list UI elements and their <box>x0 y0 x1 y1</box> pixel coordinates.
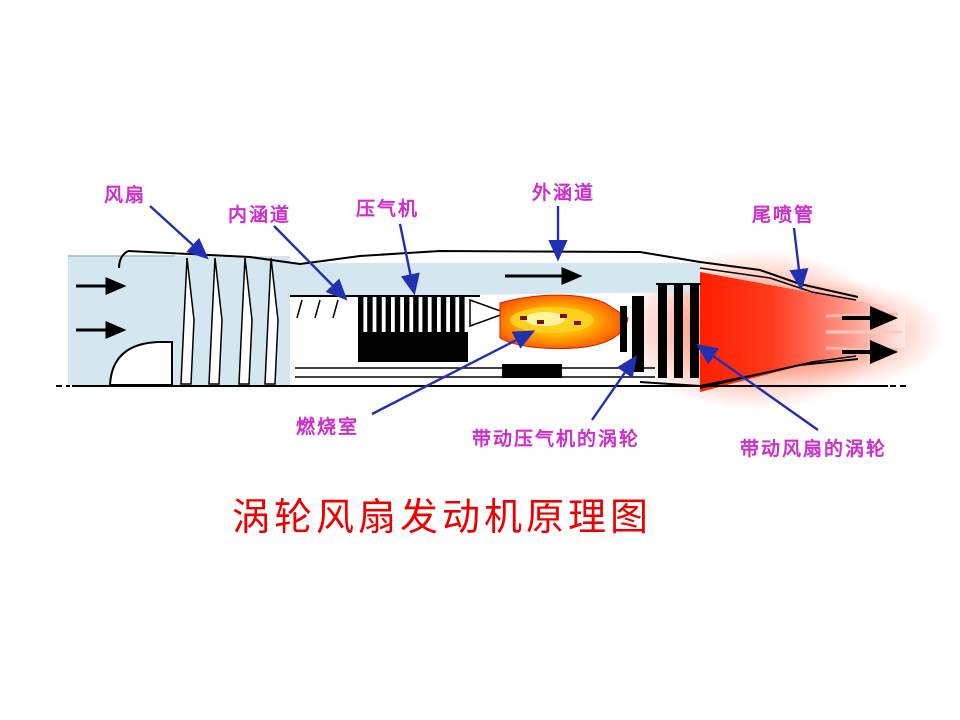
bypass-duct <box>290 263 700 297</box>
combustion-chamber <box>499 294 629 378</box>
shaft <box>295 367 655 378</box>
compressor-turbine-pointer-arrow <box>591 355 638 421</box>
label-fan: 风扇 <box>104 185 147 206</box>
label-fan-turbine: 带动风扇的涡轮 <box>740 439 888 460</box>
diagram-title: 涡轮风扇发动机原理图 <box>232 497 653 539</box>
label-combustor: 燃烧室 <box>296 417 360 438</box>
airflow-arrows <box>76 267 898 364</box>
fan-turbine <box>656 283 701 378</box>
fan-pointer-arrow <box>149 205 209 260</box>
diffuser-cone <box>469 298 509 328</box>
inner-duct-pointer-arrow <box>273 225 348 301</box>
compressor-turbine <box>620 296 644 372</box>
label-nozzle: 尾喷管 <box>752 205 816 226</box>
compressor <box>358 296 468 362</box>
label-compressor: 压气机 <box>356 199 420 220</box>
fan-turbine-pointer-arrow <box>696 343 819 431</box>
engine-casing <box>118 249 859 389</box>
nozzle-pointer-arrow <box>789 227 809 291</box>
label-inner-duct: 内涵道 <box>228 205 292 226</box>
callout-arrows <box>149 205 819 431</box>
intake-duct <box>68 255 290 385</box>
fan-blades <box>180 257 279 385</box>
combustor-pointer-arrow <box>371 330 536 416</box>
label-compressor-turbine: 带动压气机的涡轮 <box>472 429 641 450</box>
spinner-cone <box>108 341 173 386</box>
core-inlet <box>290 295 480 319</box>
compressor-pointer-arrow <box>398 223 420 296</box>
label-outer-duct: 外涵道 <box>532 183 596 204</box>
